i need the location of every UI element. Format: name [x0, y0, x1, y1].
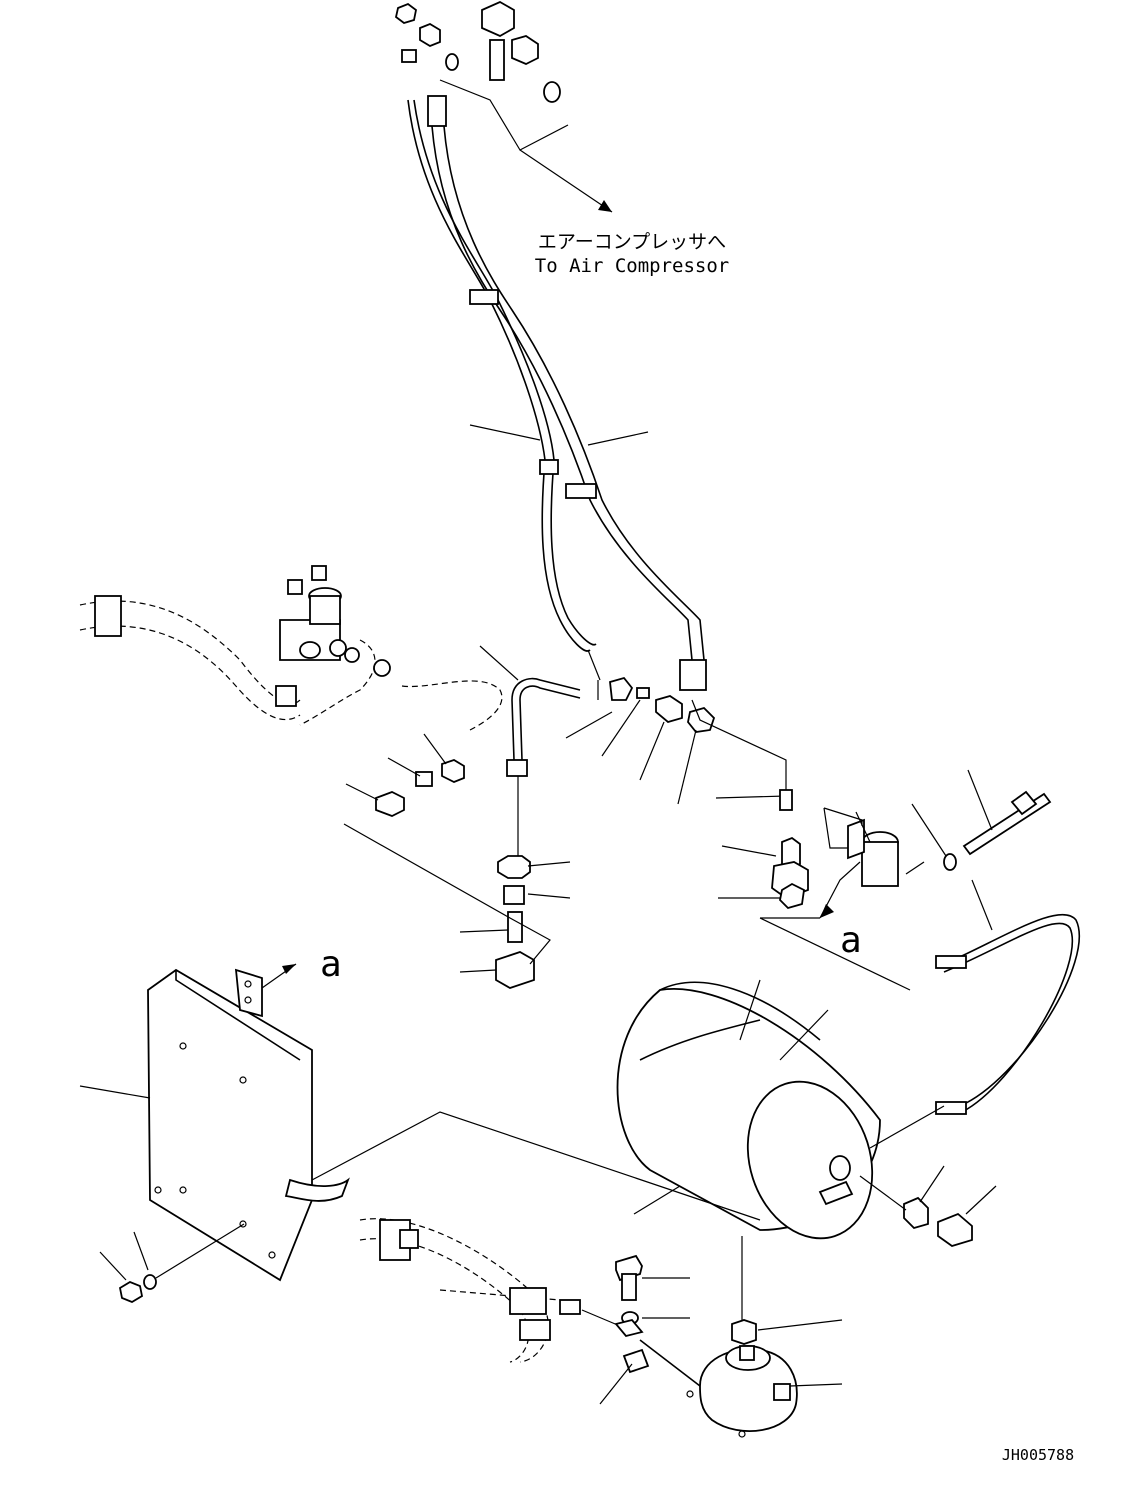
left-nuts	[375, 759, 465, 817]
top-fittings	[394, 0, 561, 103]
long-hose	[935, 913, 1081, 1115]
hose-right	[427, 95, 707, 691]
right-fittings	[771, 836, 809, 910]
bolt-and-washer	[943, 790, 1052, 871]
compressor-label-jp: エアーコンプレッサへ	[538, 231, 726, 253]
bottom-left-nut-washer	[118, 1274, 157, 1304]
compressor-leader	[439, 79, 613, 213]
governor-valve	[622, 1339, 798, 1438]
fitting-786	[779, 789, 793, 811]
mounting-bracket	[147, 968, 350, 1282]
valve-assembly-left	[79, 565, 503, 731]
hose-clamp-upper	[469, 289, 499, 305]
drawing-number: JH005788	[1002, 1446, 1074, 1464]
fitting-column	[495, 855, 535, 989]
hose-left	[407, 99, 597, 652]
bent-pipe	[506, 677, 581, 856]
air-tank	[616, 981, 881, 1240]
drain-plug	[731, 1319, 757, 1345]
view-a-label-bracket: a	[320, 944, 342, 985]
view-a-label-right: a	[840, 920, 862, 961]
hose-clamp-lower	[565, 483, 597, 499]
pressure-switch	[847, 818, 899, 887]
bottom-bolt	[614, 1254, 644, 1338]
compressor-label-en: To Air Compressor	[535, 255, 729, 277]
drain-fittings	[903, 1196, 973, 1247]
hose-clamp-middle	[539, 459, 559, 475]
bottom-valve-assembly	[359, 1218, 621, 1363]
